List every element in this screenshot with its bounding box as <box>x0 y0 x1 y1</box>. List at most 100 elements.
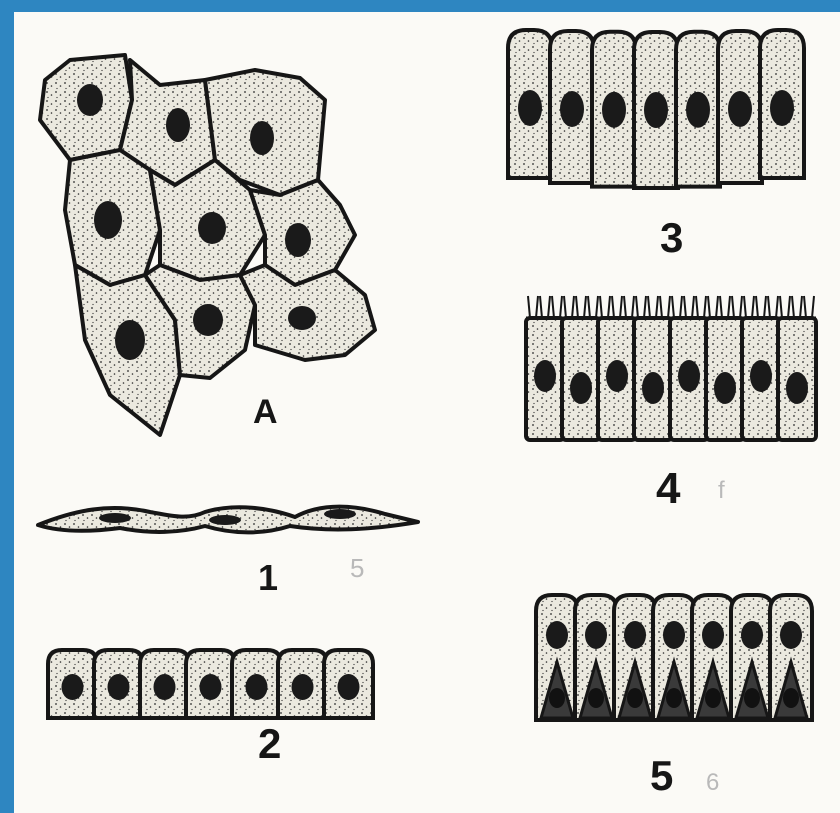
cilium <box>536 296 538 318</box>
pseudostratified-epithelium <box>536 595 812 720</box>
cilium <box>744 296 746 318</box>
nucleus <box>644 92 668 128</box>
cilium <box>620 296 622 318</box>
cilium <box>596 296 598 318</box>
nucleus <box>518 90 542 126</box>
nucleus <box>783 688 799 708</box>
nucleus <box>99 513 131 523</box>
figure-label-2: 2 <box>258 720 281 767</box>
cilium <box>680 296 682 318</box>
cilium <box>636 296 638 318</box>
cilium <box>708 296 710 318</box>
nucleus <box>678 360 700 392</box>
nucleus <box>324 509 356 519</box>
nucleus <box>292 674 314 700</box>
nucleus <box>588 688 604 708</box>
nucleus <box>193 304 223 336</box>
figure-aside-5: 6 <box>706 769 719 796</box>
cilium <box>704 296 706 318</box>
figure-label-4: 4 <box>656 464 681 513</box>
cilium <box>548 296 550 318</box>
figure-aside-1: 5 <box>350 553 364 583</box>
nucleus <box>741 621 763 649</box>
cilium <box>668 296 670 318</box>
nucleus <box>663 621 685 649</box>
nucleus <box>166 108 190 142</box>
nucleus <box>702 621 724 649</box>
nucleus <box>285 223 311 257</box>
cilium <box>600 296 602 318</box>
cilium <box>624 296 626 318</box>
cilium <box>728 296 730 318</box>
nucleus <box>250 121 274 155</box>
simple-cuboidal-epithelium <box>48 650 373 718</box>
cilium <box>612 296 614 318</box>
cilium <box>560 296 562 318</box>
cilium <box>800 296 802 318</box>
nucleus <box>728 91 752 127</box>
nucleus <box>209 515 241 525</box>
cilium <box>648 296 650 318</box>
cilium <box>564 296 566 318</box>
nucleus <box>288 306 316 330</box>
nucleus <box>744 688 760 708</box>
cilium <box>752 296 754 318</box>
cilium <box>660 296 662 318</box>
nucleus <box>115 320 145 360</box>
nucleus <box>154 674 176 700</box>
cilium <box>540 296 542 318</box>
nucleus <box>62 674 84 700</box>
nucleus <box>534 360 556 392</box>
nucleus <box>570 372 592 404</box>
cilium <box>644 296 646 318</box>
nucleus <box>338 674 360 700</box>
nucleus <box>546 621 568 649</box>
cilium <box>528 296 530 318</box>
nucleus <box>705 688 721 708</box>
cilium <box>696 296 698 318</box>
nucleus <box>200 674 222 700</box>
cilium <box>684 296 686 318</box>
nucleus <box>246 674 268 700</box>
nucleus <box>780 621 802 649</box>
figure-label-a: A <box>253 393 278 431</box>
cilium <box>552 296 554 318</box>
cilium <box>768 296 770 318</box>
nucleus <box>786 372 808 404</box>
cilium <box>792 296 794 318</box>
nucleus <box>686 92 710 128</box>
cilium <box>732 296 734 318</box>
cilium <box>672 296 674 318</box>
cilium <box>812 296 814 318</box>
nucleus <box>549 688 565 708</box>
nucleus <box>627 688 643 708</box>
nucleus <box>624 621 646 649</box>
cilium <box>764 296 766 318</box>
figure-label-5: 5 <box>650 752 673 799</box>
nucleus <box>198 212 226 244</box>
cilium <box>720 296 722 318</box>
cilium <box>576 296 578 318</box>
cilium <box>692 296 694 318</box>
simple-squamous-side-view <box>38 507 418 533</box>
nucleus <box>602 92 626 128</box>
nucleus <box>770 90 794 126</box>
nucleus <box>606 360 628 392</box>
cilium <box>584 296 586 318</box>
cilium <box>804 296 806 318</box>
cilium <box>632 296 634 318</box>
simple-columnar-epithelium <box>508 30 804 188</box>
squamous-surface-view <box>40 55 375 435</box>
nucleus <box>714 372 736 404</box>
figure-label-3: 3 <box>660 214 683 261</box>
cilium <box>588 296 590 318</box>
nucleus <box>77 84 103 116</box>
figure-label-1: 1 <box>258 557 278 598</box>
cilium <box>572 296 574 318</box>
cilium <box>756 296 758 318</box>
ciliated-columnar-epithelium <box>526 296 816 440</box>
cilium <box>716 296 718 318</box>
nucleus <box>642 372 664 404</box>
nucleus <box>666 688 682 708</box>
